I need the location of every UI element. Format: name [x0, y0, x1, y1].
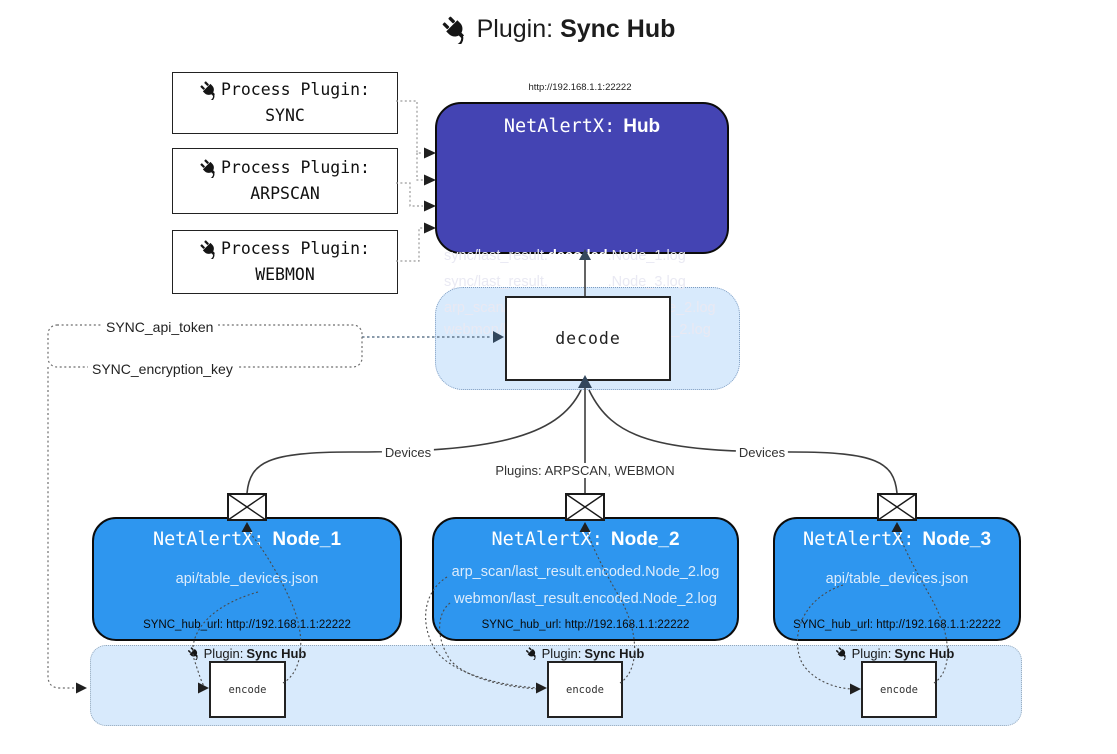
node2-box: NetAlertX:Node_2 arp_scan/last_result.en… — [432, 517, 739, 641]
hub-box: NetAlertX: Hub sync/last_result.decoded.N… — [435, 102, 729, 338]
encoder2-label: Plugin: Sync Hub — [526, 646, 644, 661]
plug-icon — [836, 647, 849, 660]
node1-file: api/table_devices.json — [175, 571, 319, 587]
hub-log-line: sync/last_result.decoded.Node_3.log — [444, 274, 686, 290]
process-plugin-arpscan-box: Process Plugin: ARPSCAN — [172, 148, 398, 214]
node3-title: NetAlertX:Node_3 — [802, 529, 992, 550]
plug-icon — [200, 159, 219, 178]
encoder1-label: Plugin: Sync Hub — [188, 646, 306, 661]
envelope-icon — [227, 493, 267, 521]
encode3-box: encode — [861, 661, 937, 718]
edge-label-plugins: Plugins: ARPSCAN, WEBMON — [492, 463, 678, 478]
node2-file: arp_scan/last_result.encoded.Node_2.log — [451, 564, 720, 580]
process-plugin-name: WEBMON — [255, 265, 315, 284]
node2-file: webmon/last_result.encoded.Node_2.log — [454, 591, 717, 607]
plug-icon — [442, 16, 470, 44]
hub-title: NetAlertX: Hub — [437, 115, 727, 138]
hub-title-name: Hub — [623, 116, 661, 137]
process-plugin-sync-box: Process Plugin: SYNC — [172, 72, 398, 134]
process-plugin-name: SYNC — [265, 106, 305, 125]
process-plugin-name: ARPSCAN — [250, 184, 320, 203]
hub-title-prefix: NetAlertX: — [503, 116, 616, 137]
node3-box: NetAlertX:Node_3 api/table_devices.json … — [773, 517, 1021, 641]
node1-title: NetAlertX:Node_1 — [152, 529, 342, 550]
process-plugin-label: Process Plugin: — [220, 158, 370, 177]
encode1-box: encode — [209, 661, 286, 718]
node2-title: NetAlertX:Node_2 — [491, 529, 680, 550]
node3-hub-url: SYNC_hub_url: http://192.168.1.1:22222 — [793, 619, 1001, 631]
page-title: Plugin: Sync Hub — [0, 15, 1117, 44]
process-plugin-label: Process Plugin: — [220, 239, 370, 258]
edge-label-devices-right: Devices — [735, 445, 789, 460]
envelope-icon — [565, 493, 605, 521]
title-prefix: Plugin: — [476, 15, 554, 43]
node2-hub-url: SYNC_hub_url: http://192.168.1.1:22222 — [481, 619, 690, 631]
node3-file: api/table_devices.json — [825, 571, 969, 587]
edge-label-devices-left: Devices — [381, 445, 435, 460]
hub-url-label: http://192.168.1.1:22222 — [528, 82, 632, 93]
plug-icon — [200, 81, 219, 100]
decode-box: decode — [505, 296, 671, 381]
plug-icon — [200, 240, 219, 259]
title-name: Sync Hub — [560, 15, 676, 43]
plug-icon — [526, 647, 539, 660]
sync-api-token-label: SYNC_api_token — [102, 319, 218, 335]
sync-encryption-key-label: SYNC_encryption_key — [88, 361, 237, 377]
hub-log-line: sync/last_result.decoded.Node_1.log — [444, 248, 686, 264]
process-plugin-label: Process Plugin: — [220, 80, 370, 99]
process-plugin-webmon-box: Process Plugin: WEBMON — [172, 230, 398, 294]
node1-hub-url: SYNC_hub_url: http://192.168.1.1:22222 — [143, 619, 351, 631]
plug-icon — [188, 647, 201, 660]
encode2-box: encode — [547, 661, 623, 718]
encoder3-label: Plugin: Sync Hub — [836, 646, 954, 661]
node1-box: NetAlertX:Node_1 api/table_devices.json … — [92, 517, 402, 641]
envelope-icon — [877, 493, 917, 521]
